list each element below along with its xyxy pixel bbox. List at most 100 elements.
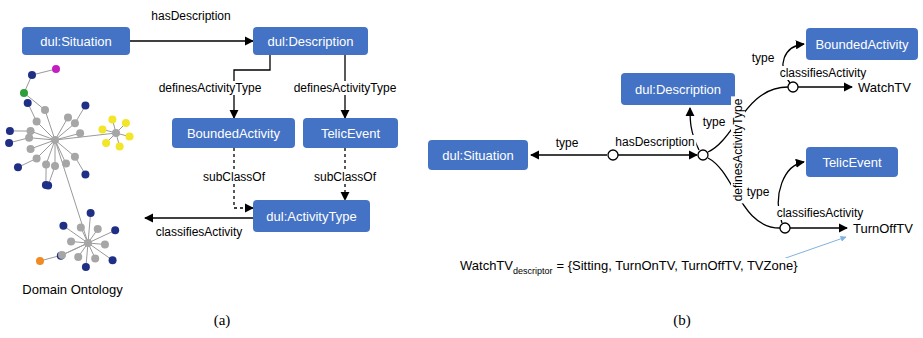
graph-node [64,113,72,121]
graph-node [122,119,130,127]
blank-node [608,150,618,160]
type-link [531,154,607,155]
graph-node [14,163,22,171]
graph-node [27,127,35,135]
graph-node [44,181,52,189]
class-box: BoundedActivity [806,28,918,60]
graph-node [101,240,109,248]
graph-node [84,239,92,247]
graph-node [25,134,33,142]
class-name: dul:Situation [40,34,112,49]
class-box: TelicEvent [303,118,398,148]
graph-node [87,209,95,217]
relation-label: classifiesActivity [775,206,866,220]
classifies-link [798,86,852,87]
relation-label: type [745,185,772,199]
graph-node [81,171,89,179]
graph-node [42,160,50,168]
edge-label: definesActivityType [157,81,264,95]
edge-label: classifiesActivity [154,225,245,239]
class-name: dul:Situation [442,148,514,163]
class-box: dul:Description [621,73,735,105]
relation-arrow [130,40,253,41]
graph-node [67,238,75,246]
graph-node [126,133,134,141]
class-box: dul:Description [253,27,368,55]
graph-node [52,65,60,73]
graph-node [27,145,35,153]
edge-label: hasDescription [149,9,232,23]
graph-node [6,127,14,135]
relation-label: type [701,115,728,129]
graph-node [108,115,116,123]
class-name: BoundedActivity [187,126,280,141]
formula-subscript: descriptor [513,266,553,276]
graph-node [62,160,70,168]
class-box: dul:ActivityType [253,200,370,232]
graph-node [77,224,85,232]
edge-label: definesActivityType [292,81,399,95]
graph-node [94,225,102,233]
descriptor-formula: WatchTVdescriptor = {Sitting, TurnOnTV, T… [460,256,798,279]
ontology-cluster: Domain Ontology [0,55,145,297]
graph-node [112,129,120,137]
graph-node [81,101,89,109]
graph-node [98,125,106,133]
panel-label: (a) [212,312,233,329]
has-description-link [618,154,697,155]
graph-link [88,230,115,243]
graph-node [28,71,36,79]
class-name: BoundedActivity [815,37,908,52]
graph-node [33,154,41,162]
relation-label: classifiesActivity [778,66,869,80]
relation-label: type [750,51,777,65]
ontology-graph [0,55,145,297]
graph-node [5,139,13,147]
relation-label: type [554,136,581,150]
class-box: TelicEvent [806,147,898,177]
relation-label: definesActivityType [731,97,745,204]
ontology-label: Domain Ontology [0,282,145,297]
graph-node [116,143,124,151]
classifies-link [790,227,847,228]
graph-node [109,256,117,264]
graph-node [24,99,32,107]
graph-node [20,89,28,97]
graph-node [58,251,66,259]
class-box: dul:Situation [428,140,528,170]
graph-link [55,140,88,243]
class-box: dul:Situation [22,27,130,55]
class-name: dul:ActivityType [266,209,356,224]
blank-node [780,223,790,233]
relation-arrow [145,217,253,218]
graph-link [55,133,116,140]
class-name: TelicEvent [822,155,881,170]
leader-line [780,237,846,260]
graph-node [91,254,99,262]
edge-label: subClassOf [201,170,267,184]
formula-text: WatchTV [460,258,513,273]
edge-label: subClassOf [312,170,378,184]
graph-node [82,263,90,271]
graph-link [45,110,55,140]
graph-node [111,226,119,234]
graph-node [71,153,79,161]
blank-node [698,150,708,160]
graph-node [59,222,67,230]
graph-node [51,136,59,144]
graph-node [102,139,110,147]
blank-node [788,82,798,92]
panel-label: (b) [671,312,693,329]
formula-text: = {Sitting, TurnOnTV, TurnOffTV, TVZone} [557,258,798,273]
class-name: dul:Description [268,34,354,49]
graph-link [24,93,45,110]
graph-node [41,106,49,114]
relation-label: hasDescription [613,135,696,149]
graph-node [51,162,59,170]
graph-node [36,257,44,265]
class-box: BoundedActivity [172,118,295,148]
activity-name: TurnOffTV [851,221,915,236]
graph-node [33,118,41,126]
class-name: TelicEvent [321,126,380,141]
